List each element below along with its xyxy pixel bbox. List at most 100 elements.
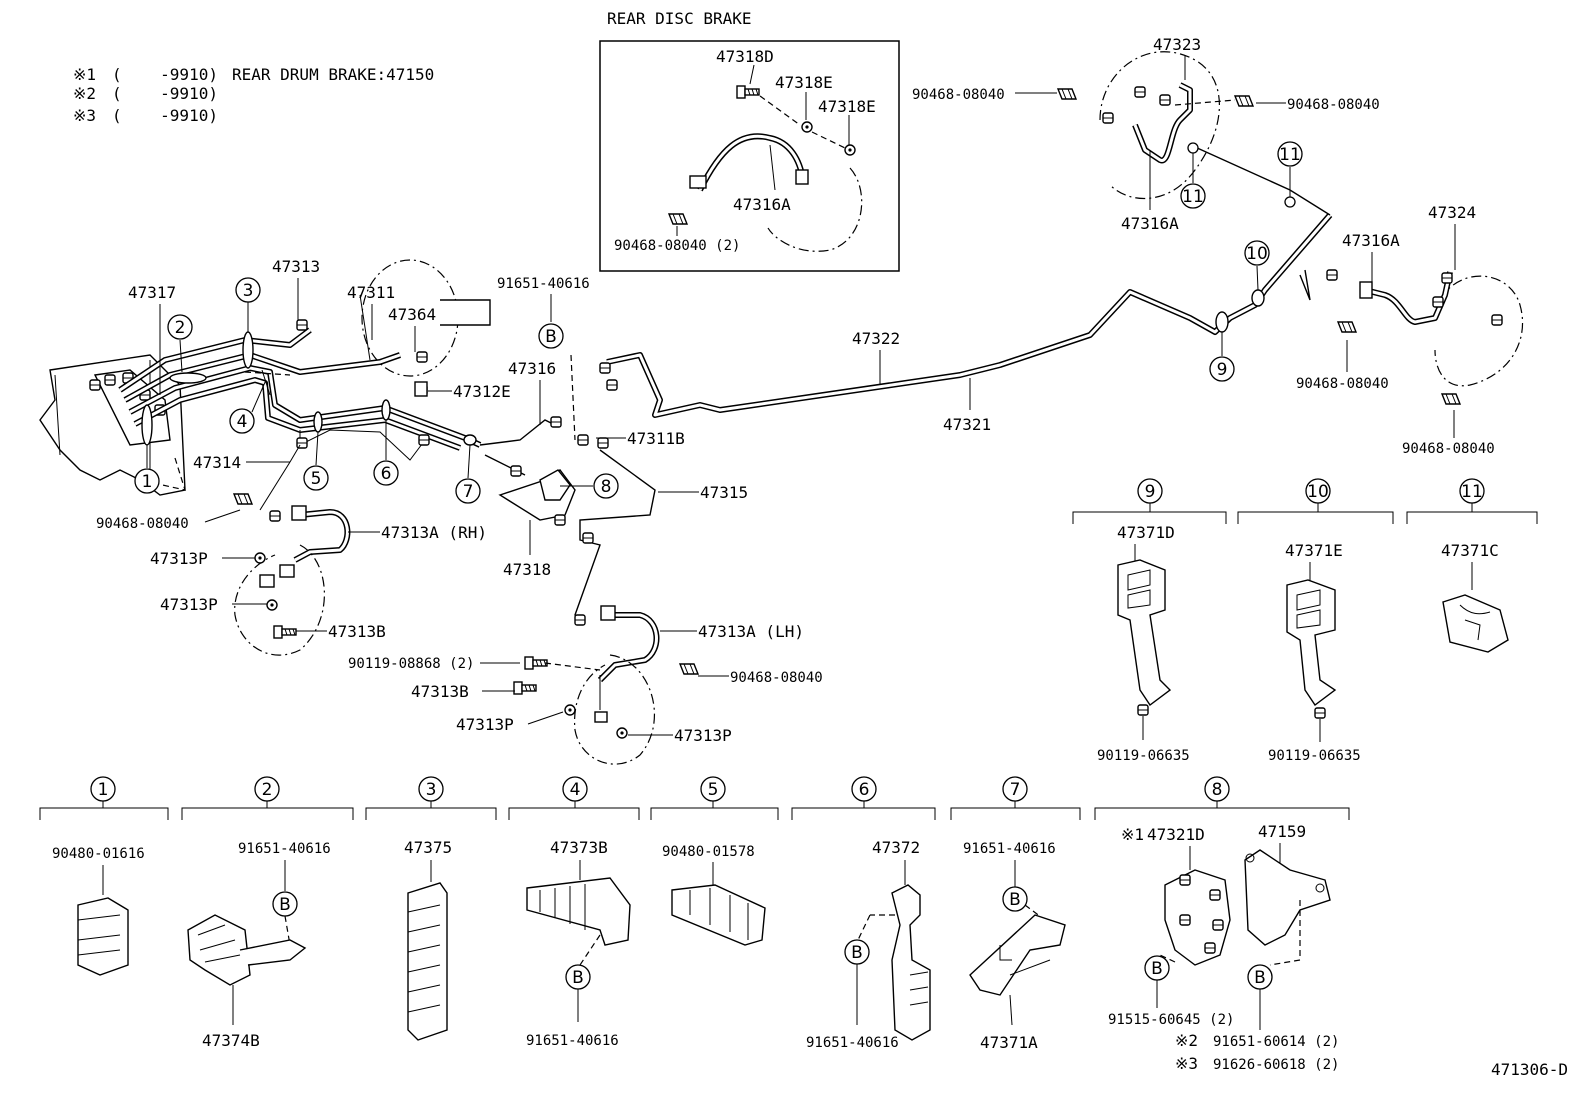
label-90468-d: 90468-08040 <box>1287 97 1380 113</box>
rear-disc-brake-title: REAR DISC BRAKE <box>607 9 752 28</box>
front-lh-hose <box>513 605 699 765</box>
d1-part: 90480-01616 <box>52 846 145 862</box>
label-47314: 47314 <box>193 453 241 472</box>
d8-part-b: 47159 <box>1258 822 1306 841</box>
d10-bolt: 90119-06635 <box>1268 748 1361 764</box>
svg-text:B: B <box>279 895 291 915</box>
label-47318D: 47318D <box>716 47 774 66</box>
detail-6: 6 47372 B 91651-40616 <box>791 776 936 1051</box>
note-1-text: REAR DRUM BRAKE:47150 <box>232 65 434 84</box>
detail-5: 5 90480-01578 <box>650 776 779 946</box>
label-47316A-r2: 47316A <box>1342 231 1400 250</box>
svg-text:11: 11 <box>1182 187 1204 207</box>
callout-3: 3 <box>235 277 261 369</box>
d5-part: 90480-01578 <box>662 844 755 860</box>
label-47313B-a: 47313B <box>328 622 386 641</box>
svg-text:4: 4 <box>570 780 581 800</box>
callout-6: 6 <box>373 399 399 486</box>
note-1-mark: ※1 <box>73 65 96 84</box>
svg-text:8: 8 <box>601 477 612 497</box>
note-2-range: ( -9910) <box>112 84 218 103</box>
detail-3: 3 47375 <box>365 776 497 1041</box>
d4-bottom: 91651-40616 <box>526 1033 619 1049</box>
d4-part: 47373B <box>550 838 608 857</box>
note-1-range: ( -9910) <box>112 65 218 84</box>
svg-text:6: 6 <box>381 464 392 484</box>
label-47313P-c: 47313P <box>456 715 514 734</box>
label-90468-inset: 90468-08040 (2) <box>614 238 740 254</box>
label-90119-08868: 90119-08868 (2) <box>348 656 474 672</box>
callout-10: 10 <box>1244 240 1270 307</box>
master-cylinder-area <box>39 259 491 496</box>
label-47313P-d: 47313P <box>674 726 732 745</box>
label-47313A-rh: 47313A (RH) <box>381 523 487 542</box>
label-47316A-r: 47316A <box>1121 214 1179 233</box>
note-2-mark: ※2 <box>73 84 96 103</box>
label-47313: 47313 <box>272 257 320 276</box>
d8-part-a: 47321D <box>1147 825 1205 844</box>
brake-lines <box>118 146 1333 626</box>
svg-text:B: B <box>1254 968 1266 988</box>
callout-7: 7 <box>455 434 481 504</box>
d3-part: 47375 <box>404 838 452 857</box>
d6-part: 47372 <box>872 838 920 857</box>
label-90468-c: 90468-08040 <box>912 87 1005 103</box>
callout-8: 8 <box>560 473 619 499</box>
label-47313A-lh: 47313A (LH) <box>698 622 804 641</box>
d9-bolt: 90119-06635 <box>1097 748 1190 764</box>
svg-text:B: B <box>1151 959 1163 979</box>
label-47322: 47322 <box>852 329 900 348</box>
svg-text:2: 2 <box>175 318 186 338</box>
d2-top: 91651-40616 <box>238 841 331 857</box>
callout-5: 5 <box>303 411 329 491</box>
front-rh-hose <box>233 493 351 656</box>
callout-11a: 11 <box>1180 153 1206 209</box>
svg-text:3: 3 <box>243 281 254 301</box>
svg-text:10: 10 <box>1246 244 1268 264</box>
svg-text:4: 4 <box>237 412 248 432</box>
svg-text:9: 9 <box>1145 482 1156 502</box>
label-47316A-inset: 47316A <box>733 195 791 214</box>
label-47324: 47324 <box>1428 203 1476 222</box>
callouts: 1 2 3 4 5 6 <box>134 141 1303 504</box>
callout-11b: 11 <box>1277 141 1303 197</box>
label-47316: 47316 <box>508 359 556 378</box>
label-47311: 47311 <box>347 283 395 302</box>
svg-text:10: 10 <box>1307 482 1329 502</box>
detail-1: 1 90480-01616 <box>39 776 169 976</box>
svg-text:9: 9 <box>1217 360 1228 380</box>
detail-2: 2 91651-40616 B 47374B <box>181 776 354 1050</box>
callout-9: 9 <box>1209 311 1235 382</box>
label-47311B: 47311B <box>627 429 685 448</box>
d8-bolt-b: 91651-60614 (2) <box>1213 1034 1339 1050</box>
detail-8: 8 ※1 47321D 47159 B B 91515-60645 (2) ※2… <box>1094 776 1350 1073</box>
label-47313P-b: 47313P <box>160 595 218 614</box>
label-47315: 47315 <box>700 483 748 502</box>
callout-2: 2 <box>167 314 207 384</box>
main-labels: 47317 47313 47311 47364 47312E 47314 904… <box>96 35 1495 745</box>
note-3-range: ( -9910) <box>112 106 218 125</box>
note-3-mark: ※3 <box>73 106 96 125</box>
d10-part: 47371E <box>1285 541 1343 560</box>
detail-4: 4 47373B B 91651-40616 <box>508 776 640 1049</box>
svg-text:B: B <box>851 943 863 963</box>
label-47318: 47318 <box>503 560 551 579</box>
d8-mark3: ※3 <box>1175 1054 1198 1073</box>
label-90468-b: 90468-08040 <box>730 670 823 686</box>
rear-brake-upper <box>1057 51 1296 208</box>
svg-text:7: 7 <box>463 482 474 502</box>
rear-brake-right <box>1326 269 1524 405</box>
svg-text:B: B <box>1009 890 1021 910</box>
label-90468-f: 90468-08040 <box>1402 441 1495 457</box>
d6-bottom: 91651-40616 <box>806 1035 899 1051</box>
svg-text:3: 3 <box>426 780 437 800</box>
detail-9: 9 47371D 90119-06635 <box>1072 478 1227 764</box>
rear-disc-brake-inset: REAR DISC BRAKE 47318D 47318E 47318E 473… <box>599 9 900 272</box>
d8-bolt-a: 91515-60645 (2) <box>1108 1012 1234 1028</box>
d8-mark2: ※2 <box>1175 1031 1198 1050</box>
callout-b-main: B <box>538 323 564 349</box>
svg-text:B: B <box>545 327 557 347</box>
svg-text:6: 6 <box>859 780 870 800</box>
header-notes: ※1 ( -9910) REAR DRUM BRAKE:47150 ※2 ( -… <box>73 65 434 125</box>
